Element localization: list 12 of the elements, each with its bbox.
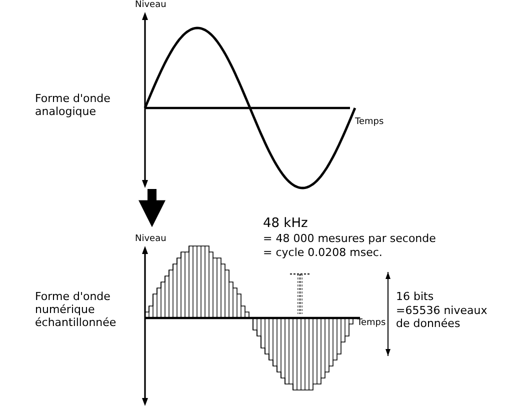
waveform-caption: Forme d'onde analogique [35,92,112,118]
axis-label: Temps [357,318,386,329]
sample-rate-text: = 48 000 mesures par seconde [263,232,436,245]
bit-depth-text: =65536 niveaux de données [396,304,488,330]
bit-depth-text: 16 bits [396,290,434,303]
axis-label: Niveau [135,234,166,245]
axis-label: Niveau [135,0,166,11]
waveform-caption: Forme d'onde numérique échantillonnée [35,290,118,329]
axis-label: Temps [355,117,384,128]
sample-rate-text: 48 kHz [263,216,308,231]
sample-rate-text: = cycle 0.0208 msec. [263,246,382,259]
arrow [138,189,166,228]
